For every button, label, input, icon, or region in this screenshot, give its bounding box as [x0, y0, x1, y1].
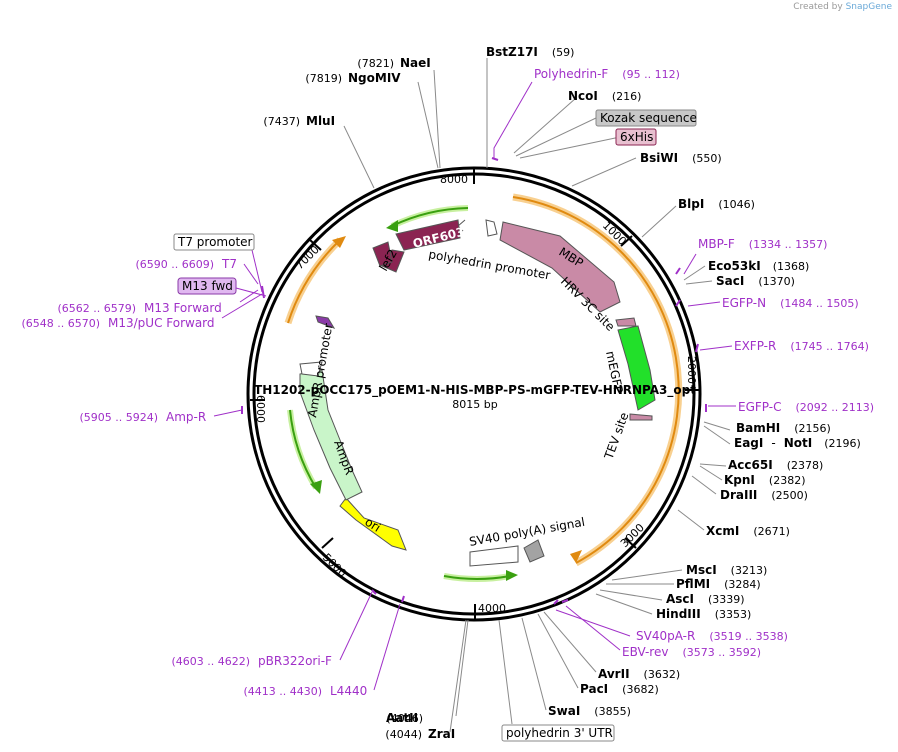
his-box [615, 128, 657, 146]
site-aatii-name: AatII [386, 711, 418, 725]
primer-exfp-r: EXFP-R(1745 .. 1764) [734, 339, 869, 353]
leader-lines [343, 58, 731, 733]
primer-pbr322ori-f-pos: (4603 .. 4622) [171, 655, 250, 668]
site-saci: SacI(1370) [716, 274, 795, 288]
t7-promoter-box [173, 233, 255, 251]
primer-ebv-rev: EBV-rev(3573 .. 3592) [622, 645, 761, 659]
tick-6000: 6000 [254, 395, 267, 423]
site-bsiwi: BsiWI(550) [640, 151, 722, 165]
plasmid-length: 8015 bp [452, 398, 497, 411]
site-msci: MscI(3213) [686, 563, 767, 577]
m13-fwd-label: M13 fwd [182, 279, 233, 293]
primer-egfp-c: EGFP-C(2092 .. 2113) [738, 400, 874, 414]
primer-amp-r: Amp-R [166, 410, 206, 424]
polyhedrin-utr-box [501, 724, 615, 742]
primer-t7: T7 [221, 257, 237, 271]
primer-pbr322ori-f: pBR322ori-F [258, 654, 332, 668]
feature-shapes [299, 219, 656, 567]
primer-l4440-pos: (4413 .. 4430) [243, 685, 322, 698]
tick-2000: 2000 [685, 356, 698, 384]
primer-mbp-f: MBP-F(1334 .. 1357) [698, 237, 827, 251]
site-zrai-pos: (4044) [385, 728, 422, 741]
primer-m13puc-pos: (6548 .. 6570) [21, 317, 100, 330]
primer-labels: Polyhedrin-F(95 .. 112) MBP-F(1334 .. 13… [21, 67, 874, 698]
site-bstz17i: BstZ17I(59) [486, 45, 574, 59]
site-draiii: DraIII(2500) [720, 488, 808, 502]
kozak-label: Kozak sequence [600, 111, 697, 125]
plasmid-title: TH1202-pOCC175_pOEM1-N-HIS-MBP-PS-mGFP-T… [254, 383, 696, 411]
site-aatii: (4046) [386, 712, 423, 725]
site-paci: PacI(3682) [580, 682, 659, 696]
site-mlui-pos: (7437) [263, 115, 300, 128]
credit-prefix: Created by [793, 2, 843, 12]
orf-arcs [284, 193, 683, 567]
primer-marks [241, 157, 707, 605]
primer-sv40pa-r: SV40pA-R(3519 .. 3538) [636, 629, 788, 643]
primer-l4440: L4440 [330, 684, 367, 698]
site-pflmi: PflMI(3284) [676, 577, 761, 591]
site-eagi-noti: EagI-NotI(2196) [734, 436, 861, 450]
site-eco53ki: Eco53kI(1368) [708, 259, 809, 273]
site-swai: SwaI(3855) [548, 704, 631, 718]
site-zrai-name: ZraI [428, 727, 455, 741]
kozak-box [595, 109, 697, 127]
primer-polyhedrin-f: Polyhedrin-F(95 .. 112) [534, 67, 680, 81]
primer-egfp-n: EGFP-N(1484 .. 1505) [722, 296, 859, 310]
restriction-sites: BstZ17I(59) NcoI(216) BsiWI(550) BlpI(10… [263, 45, 860, 741]
t7-promoter-label: T7 promoter [177, 235, 253, 249]
plasmid-name: TH1202-pOCC175_pOEM1-N-HIS-MBP-PS-mGFP-T… [254, 383, 696, 398]
tick-8000: 8000 [440, 173, 468, 186]
snapgene-credit: Created by SnapGene [793, 2, 892, 12]
feature-sv40: SV40 poly(A) signal [468, 515, 586, 549]
site-ngomiv-pos: (7819) [305, 72, 342, 85]
primer-lines [213, 81, 736, 691]
site-naei-pos: (7821) [357, 57, 394, 70]
primer-amp-r-pos: (5905 .. 5924) [79, 411, 158, 424]
tick-5000: 5000 [320, 551, 349, 580]
site-ncoi: NcoI(216) [568, 89, 641, 103]
site-mlui-name: MluI [306, 114, 335, 128]
primer-m13-forward: M13 Forward [144, 301, 222, 315]
site-bamhi: BamHI(2156) [736, 421, 831, 435]
site-hindiii: HindIII(3353) [656, 607, 751, 621]
tick-marks [250, 168, 700, 620]
m13-fwd-box [177, 277, 237, 295]
polyhedrin-utr-label: polyhedrin 3' UTR [506, 726, 613, 740]
primer-m13puc: M13/pUC Forward [108, 316, 215, 330]
site-acc65i: Acc65I(2378) [728, 458, 823, 472]
tick-4000: 4000 [478, 602, 506, 615]
site-asci: AscI(3339) [666, 592, 745, 606]
site-xcmi: XcmI(2671) [706, 524, 790, 538]
his-label: 6xHis [620, 130, 653, 144]
site-ngomiv-name: NgoMIV [348, 71, 401, 85]
primer-t7-pos: (6590 .. 6609) [135, 258, 214, 271]
site-naei-name: NaeI [400, 56, 431, 70]
green-arcs [287, 205, 518, 582]
snapgene-brand: SnapGene [845, 2, 892, 12]
feature-tev: TEV site [601, 411, 631, 462]
site-kpni: KpnI(2382) [724, 473, 805, 487]
primer-m13-forward-pos: (6562 .. 6579) [57, 302, 136, 315]
boxed-labels: Kozak sequence 6xHis T7 promoter M13 fwd… [173, 109, 697, 742]
site-avrii: AvrII(3632) [598, 667, 680, 681]
site-blpi: BlpI(1046) [678, 197, 755, 211]
